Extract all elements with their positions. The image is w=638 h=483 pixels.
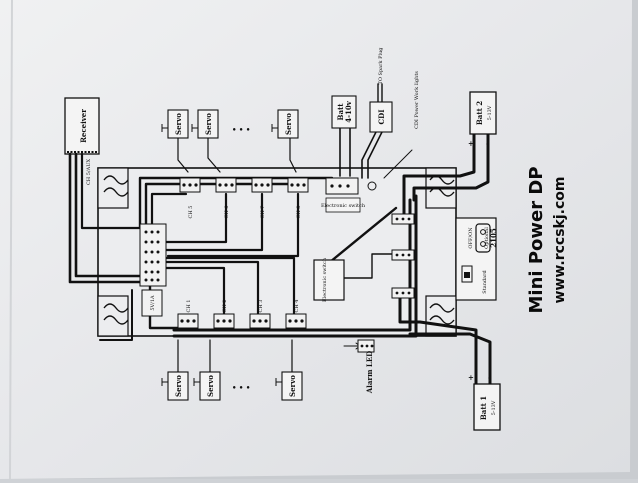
ch2-label: CH 2 <box>222 300 228 313</box>
alarm-led-label: Alarm LED <box>365 351 374 395</box>
servo-bottom-3-label: Servo <box>288 375 297 397</box>
ignition-section: Batt 4-10v CDI TO Spark Plug CDI Power W… <box>331 47 420 133</box>
servo-top-1-label: Servo <box>174 113 183 135</box>
ch3-label: CH 3 <box>258 300 264 313</box>
servo-top-3-label: Servo <box>284 113 293 135</box>
servo-top-2-label: Servo <box>204 113 213 135</box>
standard-label: Standard <box>482 270 488 294</box>
battery-2: Batt 2 5-13V + - <box>468 91 497 148</box>
battery-1: Batt 1 5-13V + - <box>468 373 501 431</box>
servo-bottom-1-label: Servo <box>174 375 183 397</box>
batt1-voltage: 5-13V <box>491 400 497 415</box>
ignition-batt-label: Batt <box>336 103 345 121</box>
five-volt-regulator <box>141 289 163 317</box>
electronic-switch-label: Electronic switch <box>322 257 328 302</box>
servo-top-dots: • • • <box>232 125 250 134</box>
ch5-label: CH 5 <box>188 206 194 219</box>
ignition-batt-voltage: 4-10v <box>344 100 353 123</box>
paper-fold <box>9 0 13 480</box>
cdi-label: CDI <box>377 110 386 125</box>
servos-top: Servo Servo Servo • • • <box>161 109 299 139</box>
mount-bottom-left <box>97 295 129 337</box>
channel-connectors-top <box>179 177 359 195</box>
product-name: Mini Power DP <box>526 166 547 313</box>
off-on-switch: OFF/ON Optional 2105 Standard <box>455 217 498 301</box>
ch1-label: CH 1 <box>186 300 192 313</box>
work-light-led <box>367 181 377 191</box>
mount-bottom-right <box>425 295 457 337</box>
ch6-label: CH 6 <box>224 206 230 219</box>
channel-connectors-bottom <box>177 313 307 329</box>
ch5-aux-label: CH 5/AUX <box>86 159 92 185</box>
batt1-minus: - <box>488 373 491 382</box>
ch7-label: CH 7 <box>260 206 266 219</box>
mount-top-left <box>97 167 129 209</box>
electronic-switch: Electronic switch <box>313 257 345 302</box>
servo-bottom-dots: • • • <box>232 383 250 392</box>
five-v-label: 5V/1A <box>150 295 156 311</box>
batt2-voltage: 5-13V <box>487 105 493 120</box>
receiver-label: Receiver <box>79 109 88 143</box>
input-header <box>139 223 167 287</box>
small-switch-label: Electronic switch <box>321 203 366 209</box>
batt2-label: Batt 2 <box>475 101 484 125</box>
switch-sub-label: Optional <box>484 227 490 249</box>
ch8-label: CH 8 <box>296 206 302 219</box>
receiver-block: Receiver CH 5/AUX <box>64 97 100 185</box>
website-url: www.rccskj.com <box>552 177 568 304</box>
servo-bottom-2-label: Servo <box>206 375 215 397</box>
switch-model-label: 2105 <box>489 228 498 248</box>
off-on-label: OFF/ON <box>468 227 474 249</box>
batt1-label: Batt 1 <box>479 396 488 420</box>
batt2-minus: - <box>486 139 489 148</box>
spark-plug-label: TO Spark Plug <box>378 47 384 85</box>
ch4-label: CH 4 <box>294 300 300 313</box>
cdi-power-lights-label: CDI Power Work lights <box>414 71 420 129</box>
servos-bottom: Servo Servo Servo • • • <box>161 371 303 401</box>
batt2-plus: + <box>468 139 474 148</box>
batt1-plus: + <box>468 373 474 382</box>
